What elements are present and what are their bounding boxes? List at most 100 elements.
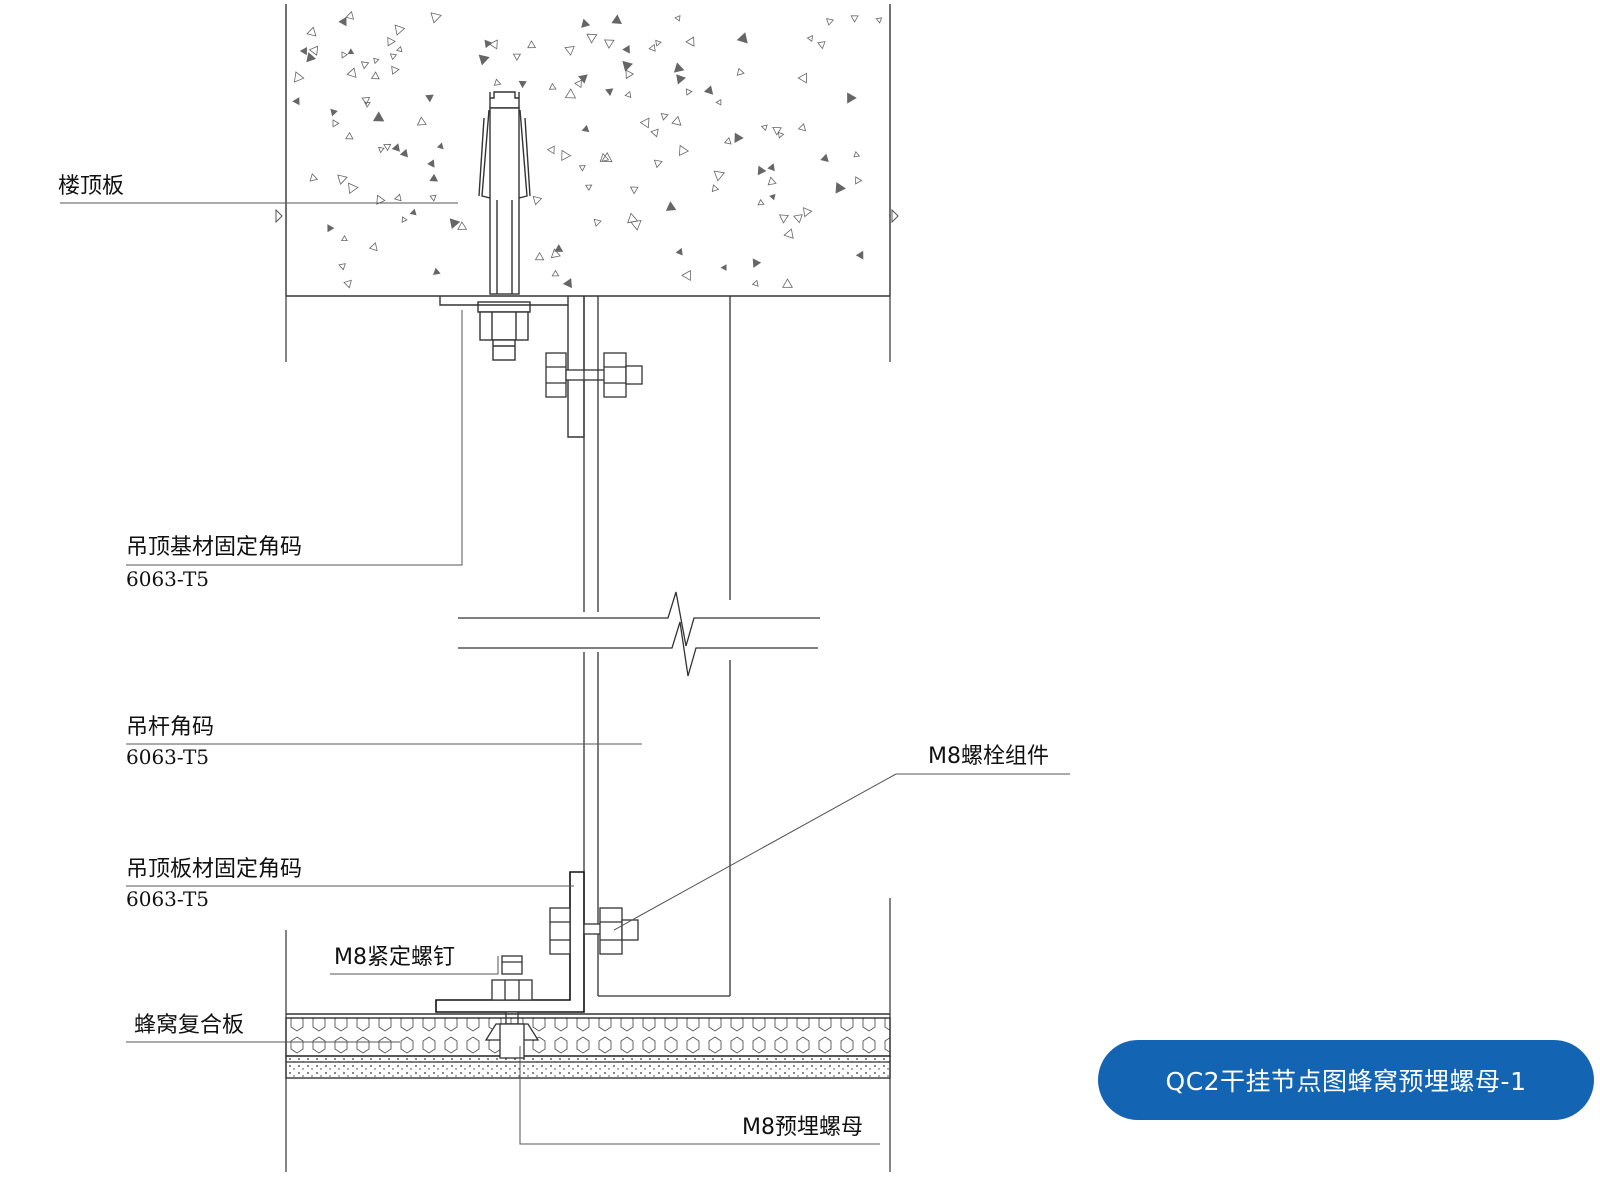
aggregate-mark — [803, 207, 813, 218]
leader-set-screw — [330, 956, 499, 975]
aggregate-mark — [581, 18, 591, 28]
aggregate-mark — [427, 159, 435, 168]
aggregate-mark — [820, 153, 829, 163]
aggregate-mark — [685, 36, 695, 47]
aggregate-mark — [546, 145, 555, 155]
label-honeycomb-panel: 蜂窝复合板 — [134, 1013, 244, 1038]
aggregate-mark — [678, 144, 690, 157]
aggregate-mark — [769, 193, 776, 201]
aggregate-mark — [650, 128, 659, 138]
aggregate-mark — [603, 39, 615, 49]
aggregate-mark — [429, 173, 439, 182]
aggregate-mark — [578, 165, 586, 172]
aggregate-mark — [835, 182, 846, 194]
aggregate-mark — [478, 54, 490, 66]
concrete-aggregate-texture — [292, 10, 883, 289]
aggregate-mark — [817, 41, 826, 50]
top-bolt-assembly — [545, 352, 643, 398]
aggregate-mark — [561, 149, 572, 161]
aggregate-mark — [703, 85, 714, 95]
break-line — [458, 591, 820, 677]
label-panel-bracket-spec: 6063-T5 — [126, 887, 209, 911]
aggregate-mark — [361, 96, 371, 105]
aggregate-mark — [373, 57, 380, 65]
aggregate-mark — [673, 62, 685, 73]
aggregate-mark — [772, 126, 782, 136]
aggregate-mark — [586, 33, 598, 44]
aggregate-mark — [605, 88, 614, 97]
aggregate-mark — [720, 264, 727, 271]
aggregate-mark — [338, 16, 347, 27]
aggregate-mark — [676, 74, 686, 85]
slab-marker-right — [891, 208, 899, 224]
aggregate-mark — [512, 53, 522, 62]
aggregate-mark — [484, 39, 493, 49]
aggregate-mark — [797, 123, 807, 132]
aggregate-mark — [393, 193, 402, 202]
slab-marker-left — [275, 208, 283, 224]
aggregate-mark — [348, 182, 359, 195]
aggregate-mark — [376, 194, 386, 205]
aggregate-mark — [360, 61, 370, 70]
aggregate-mark — [306, 26, 317, 37]
aggregate-mark — [425, 94, 434, 103]
aggregate-mark — [383, 143, 392, 152]
aggregate-mark — [562, 278, 572, 289]
aggregate-mark — [639, 117, 650, 129]
aggregate-mark — [648, 43, 656, 52]
aggregate-mark — [488, 39, 498, 50]
aggregate-mark — [681, 269, 691, 281]
aggregate-mark — [564, 88, 577, 99]
aggregate-mark — [760, 124, 768, 132]
aggregate-mark — [532, 195, 543, 206]
title-badge: QC2干挂节点图蜂窝预埋螺母-1 — [1098, 1040, 1594, 1120]
aggregate-mark — [757, 198, 765, 206]
aggregate-mark — [599, 152, 610, 163]
aggregate-mark — [341, 51, 349, 59]
aggregate-mark — [584, 184, 593, 191]
aggregate-mark — [757, 165, 767, 176]
aggregate-mark — [660, 112, 669, 121]
aggregate-mark — [394, 24, 406, 36]
aggregate-mark — [409, 208, 417, 216]
aggregate-mark — [665, 201, 677, 211]
aggregate-mark — [554, 244, 564, 252]
aggregate-mark — [723, 137, 732, 145]
aggregate-mark — [306, 52, 317, 63]
aggregate-mark — [343, 279, 352, 289]
aggregate-mark — [399, 148, 409, 158]
aggregate-mark — [432, 267, 441, 276]
aggregate-mark — [625, 69, 635, 80]
aggregate-mark — [797, 72, 808, 84]
label-panel-bracket: 吊顶板材固定角码 — [126, 857, 302, 882]
aggregate-mark — [855, 250, 864, 260]
aggregate-mark — [368, 242, 378, 252]
aggregate-mark — [293, 71, 305, 83]
label-base-bracket: 吊顶基材固定角码 — [126, 535, 302, 560]
aggregate-mark — [627, 212, 639, 224]
aggregate-mark — [611, 14, 622, 24]
label-bolt-assembly: M8螺栓组件 — [928, 744, 1049, 769]
aggregate-mark — [449, 218, 461, 230]
aggregate-mark — [391, 143, 400, 152]
aggregate-mark — [593, 218, 602, 227]
aggregate-mark — [340, 235, 348, 242]
aggregate-mark — [685, 88, 693, 96]
aggregate-mark — [622, 44, 630, 54]
aggregate-mark — [346, 67, 357, 79]
aggregate-mark — [752, 258, 762, 268]
aggregate-mark — [548, 82, 557, 90]
aggregate-mark — [574, 79, 582, 89]
aggregate-mark — [653, 159, 663, 169]
aggregate-mark — [767, 176, 777, 186]
aggregate-mark — [370, 71, 380, 80]
expansion-anchor-bolt — [477, 91, 531, 361]
aggregate-mark — [372, 111, 385, 122]
aggregate-mark — [377, 146, 385, 154]
aggregate-mark — [347, 48, 355, 55]
label-rod-bracket-spec: 6063-T5 — [126, 745, 209, 769]
label-set-screw: M8紧定螺钉 — [334, 945, 455, 970]
aggregate-mark — [675, 247, 683, 256]
aggregate-mark — [391, 65, 400, 75]
